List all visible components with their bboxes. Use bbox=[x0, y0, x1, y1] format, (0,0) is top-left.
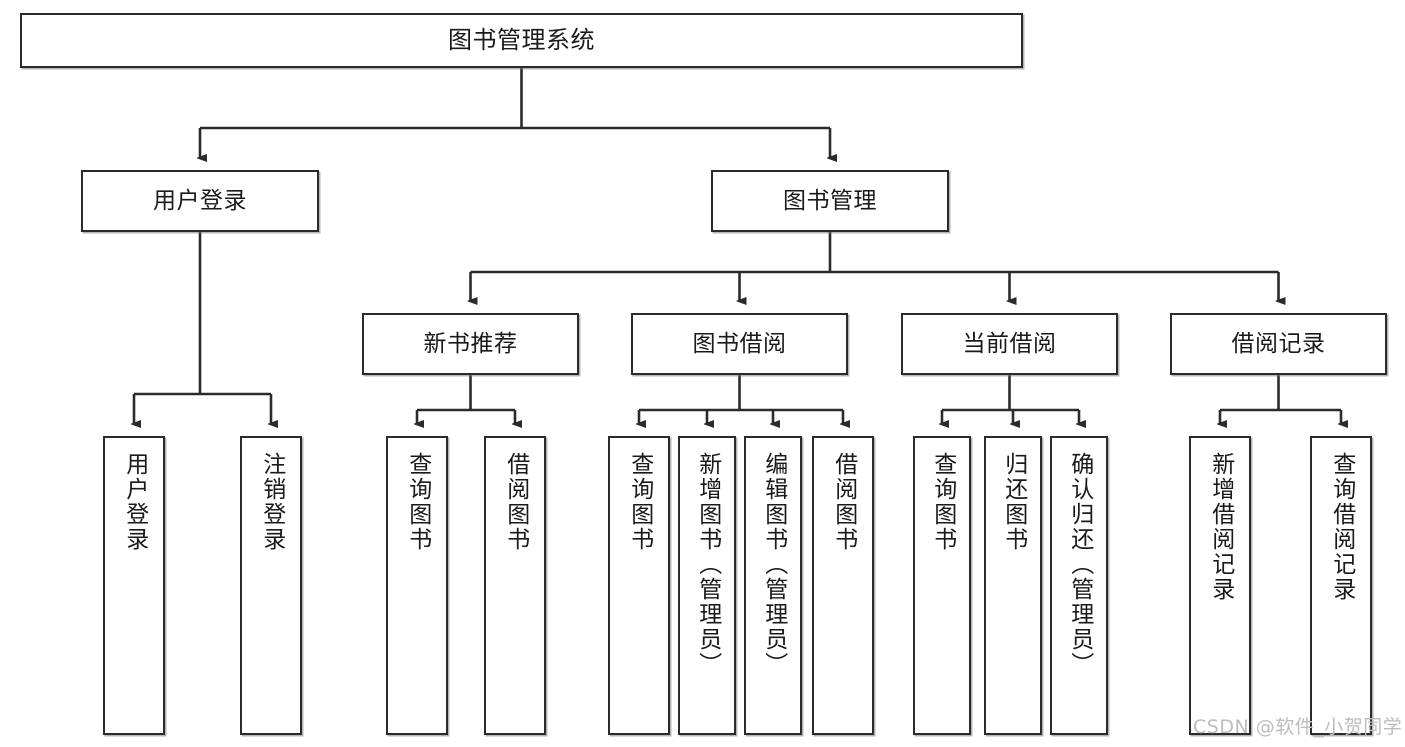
node-label: 当前借阅 bbox=[962, 330, 1057, 357]
node-label: 新书推荐 bbox=[423, 330, 518, 357]
node-leaf-10[interactable]: 确认归还（管理员） bbox=[1050, 436, 1108, 735]
node-leaf-2[interactable]: 查询图书 bbox=[386, 436, 448, 735]
node-label: 用户登录 bbox=[153, 187, 247, 214]
node-label: 查询图书 bbox=[626, 452, 653, 552]
node-label: 查询借阅记录 bbox=[1328, 452, 1355, 602]
node-leaf-12[interactable]: 查询借阅记录 bbox=[1310, 436, 1372, 735]
node-label: 借阅记录 bbox=[1231, 330, 1326, 357]
node-label: 图书借阅 bbox=[692, 330, 787, 357]
node-leaf-7[interactable]: 借阅图书 bbox=[812, 436, 874, 735]
node-leaf-11[interactable]: 新增借阅记录 bbox=[1189, 436, 1251, 735]
node-label: 注销登录 bbox=[258, 452, 285, 552]
node-label: 新增图书（管理员） bbox=[694, 452, 721, 677]
node-label: 图书管理系统 bbox=[448, 25, 595, 54]
node-leaf-9[interactable]: 归还图书 bbox=[984, 436, 1042, 735]
node-label: 图书管理 bbox=[783, 187, 877, 214]
node-leaf-0[interactable]: 用户登录 bbox=[103, 436, 165, 735]
node-level2-0[interactable]: 用户登录 bbox=[81, 170, 319, 232]
node-level2-1[interactable]: 图书管理 bbox=[711, 170, 949, 232]
node-label: 借阅图书 bbox=[502, 452, 529, 552]
node-label: 新增借阅记录 bbox=[1207, 452, 1234, 602]
node-label: 查询图书 bbox=[404, 452, 431, 552]
node-label: 查询图书 bbox=[929, 452, 956, 552]
node-leaf-5[interactable]: 新增图书（管理员） bbox=[678, 436, 736, 735]
node-leaf-8[interactable]: 查询图书 bbox=[913, 436, 971, 735]
node-label: 用户登录 bbox=[121, 452, 148, 552]
node-leaf-6[interactable]: 编辑图书（管理员） bbox=[744, 436, 802, 735]
csdn-watermark: CSDN @软件_小贺同学 bbox=[1193, 716, 1403, 738]
node-label: 归还图书 bbox=[1000, 452, 1027, 552]
node-leaf-3[interactable]: 借阅图书 bbox=[484, 436, 546, 735]
node-level3-2[interactable]: 当前借阅 bbox=[901, 313, 1118, 375]
node-label: 确认归还（管理员） bbox=[1066, 452, 1093, 677]
node-leaf-1[interactable]: 注销登录 bbox=[240, 436, 302, 735]
node-level3-1[interactable]: 图书借阅 bbox=[631, 313, 848, 375]
node-leaf-4[interactable]: 查询图书 bbox=[608, 436, 670, 735]
node-root-system[interactable]: 图书管理系统 bbox=[20, 13, 1023, 68]
node-level3-0[interactable]: 新书推荐 bbox=[362, 313, 579, 375]
node-label: 借阅图书 bbox=[830, 452, 857, 552]
node-level3-3[interactable]: 借阅记录 bbox=[1170, 313, 1387, 375]
node-label: 编辑图书（管理员） bbox=[760, 452, 787, 677]
